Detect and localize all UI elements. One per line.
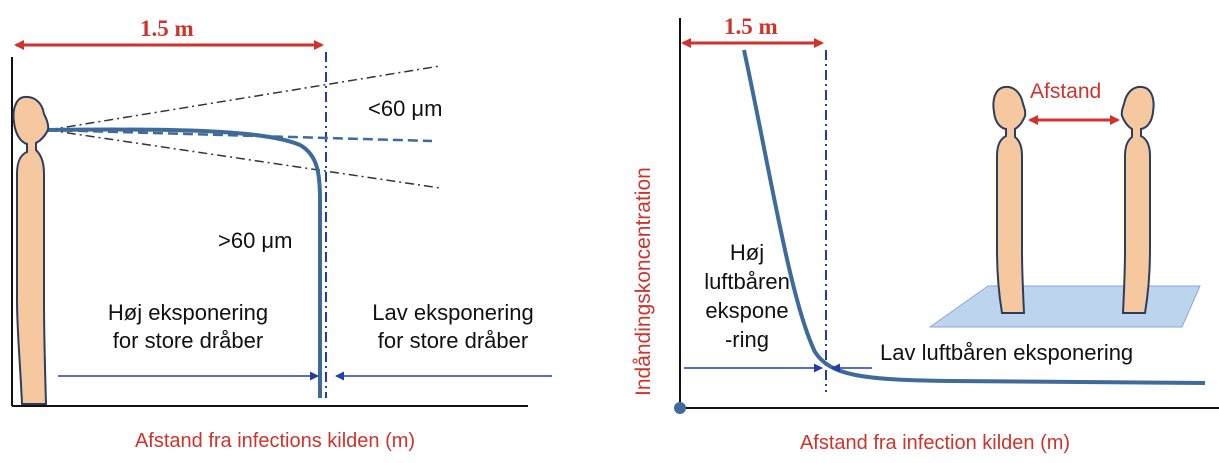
right-y-axis-label: Indåndingskoncentration <box>632 167 655 396</box>
high-airborne-line4: -ring <box>724 327 769 352</box>
left-distance-label: 1.5 m <box>140 16 194 41</box>
low-airborne-label: Lav luftbåren eksponering <box>880 340 1134 365</box>
person-2-icon <box>1120 85 1155 314</box>
high-airborne-line3: ekspone <box>705 298 789 323</box>
origin-dot <box>674 402 686 414</box>
large-droplet-curve <box>47 127 322 398</box>
left-panel <box>11 40 552 407</box>
high-airborne-line2: luftbåren <box>704 269 790 294</box>
spread-lower-line <box>47 129 441 189</box>
small-droplets-label: <60 μm <box>368 96 443 121</box>
right-x-axis-label: Afstand fra infection kilden (m) <box>799 432 1071 454</box>
large-droplets-label: >60 μm <box>218 228 293 253</box>
floor-plane <box>928 285 1201 328</box>
person-1-icon <box>992 85 1027 314</box>
spread-upper-line <box>47 65 441 131</box>
left-x-axis-label: Afstand fra infections kilden (m) <box>134 430 416 452</box>
high-airborne-line1: Høj <box>729 240 765 265</box>
right-panel <box>674 18 1219 414</box>
small-droplet-path <box>47 128 433 143</box>
right-distance-label: 1.5 m <box>724 14 778 39</box>
high-exposure-line1: Høj eksponering <box>107 300 269 325</box>
person-left-icon <box>12 95 50 405</box>
low-exposure-line1: Lav eksponering <box>372 300 534 325</box>
concentration-curve <box>742 49 1206 385</box>
afstand-label: Afstand <box>1030 80 1102 103</box>
high-exposure-line2: for store dråber <box>112 328 264 353</box>
low-exposure-line2: for store dråber <box>377 328 529 353</box>
